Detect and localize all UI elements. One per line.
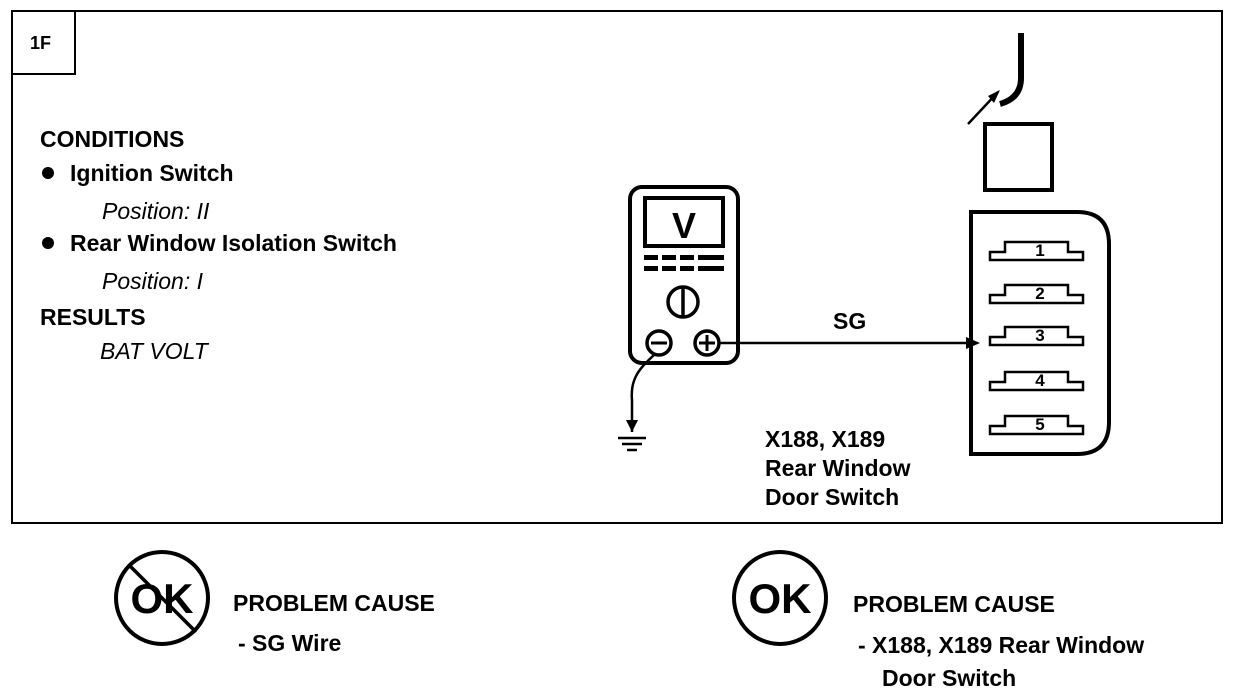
connector-plug — [983, 122, 1054, 192]
diagram-frame — [11, 10, 1223, 524]
negative-terminal-icon — [645, 329, 673, 357]
connector-id: X188, X189 — [765, 426, 886, 452]
outcome-2-heading: PROBLEM CAUSE — [853, 591, 1055, 617]
outcome-2-cause-line2: Door Switch — [882, 665, 1017, 691]
panel-label: 1F — [30, 33, 52, 53]
pin-5-label: 5 — [1035, 415, 1044, 434]
sg-wire-label: SG — [833, 308, 867, 334]
outcome-1-cause: - SG Wire — [238, 630, 342, 656]
connector-name-line1: Rear Window — [765, 455, 911, 481]
ground-icon — [618, 436, 646, 452]
meter-display-text: V — [672, 205, 696, 246]
results-heading: RESULTS — [40, 304, 146, 330]
ground-lead — [626, 353, 656, 432]
condition-1-label: Ignition Switch — [70, 160, 234, 186]
results-value: BAT VOLT — [100, 338, 208, 364]
outcome-2-cause-line1: - X188, X189 Rear Window — [858, 632, 1145, 658]
meter-dial-icon — [666, 285, 700, 319]
condition-2-position: Position: I — [102, 268, 203, 294]
outcome-1-heading: PROBLEM CAUSE — [233, 590, 435, 616]
ok-crossed-symbol: OK — [131, 575, 194, 622]
connector-body — [969, 210, 1111, 456]
condition-1-position: Position: II — [102, 198, 210, 224]
connector-name-line2: Door Switch — [765, 484, 900, 510]
panel-label-box — [11, 10, 76, 75]
connector-pins — [988, 240, 1085, 436]
wire-harness-icon — [967, 33, 1024, 125]
ok-icon — [732, 550, 828, 646]
conditions-heading: CONDITIONS — [40, 126, 185, 152]
bullet-icon — [42, 167, 54, 179]
ok-symbol: OK — [749, 575, 812, 622]
pin-4-label: 4 — [1035, 371, 1045, 390]
pin-3-label: 3 — [1035, 326, 1044, 345]
positive-terminal-icon — [693, 329, 721, 357]
voltmeter-icon — [628, 185, 740, 365]
sg-wire — [719, 337, 980, 349]
pin-1-label: 1 — [1035, 241, 1044, 260]
bullet-icon — [42, 237, 54, 249]
condition-2-label: Rear Window Isolation Switch — [70, 230, 397, 256]
ok-crossed-icon — [114, 550, 210, 646]
pin-2-label: 2 — [1035, 284, 1044, 303]
meter-keypad — [644, 255, 724, 271]
